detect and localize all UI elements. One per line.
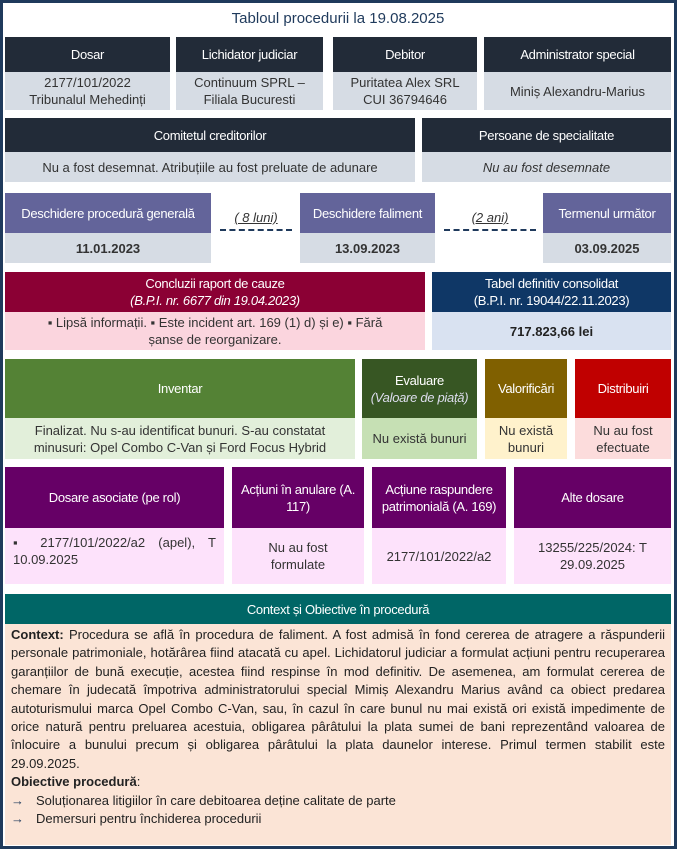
dosar-header: Dosar [5,37,170,72]
tabel-title: Tabel definitiv consolidat [484,276,619,291]
objectives-list: → Soluționarea litigiilor în care debitoa… [11,792,665,829]
tabel-value: 717.823,66 lei [432,312,671,350]
termen-urmator-date: 03.09.2025 [543,233,671,263]
valorificari-value: Nu există bunuri [485,418,567,459]
page-title: Tabloul procedurii la 19.08.2025 [231,10,445,27]
actiuni-anulare-header: Acțiuni în anulare (A. 117) [232,467,364,528]
inventar-value: Finalizat. Nu s-au identificat bunuri. S… [5,418,355,459]
alte-dosare-header: Alte dosare [514,467,671,528]
context-header: Context și Obiective în procedură [5,594,671,624]
alte-dosare-value: 13255/225/2024: T 29.09.2025 [514,528,671,584]
persoane-header: Persoane de specialitate [422,118,671,152]
distribuiri-value: Nu au fost efectuate [575,418,671,459]
lichidator-name: Continuum SPRL – [194,75,305,90]
timeline-dash-2 [444,229,536,231]
comitet-value: Nu a fost desemnat. Atribuțiile au fost … [5,152,415,182]
termen-urmator-header: Termenul următor [543,193,671,233]
objective-text: Demersuri pentru închiderea procedurii [36,811,262,827]
deschidere-generala-date: 11.01.2023 [5,233,211,263]
timeline-dash-1 [220,229,292,231]
tabel-header: Tabel definitiv consolidat (B.P.I. nr. 19… [432,272,671,312]
cauze-value: ▪ Lipsă informații. ▪ Este incident art.… [5,312,425,350]
dosare-asociate-header: Dosare asociate (pe rol) [5,467,224,528]
debitor-value: Puritatea Alex SRL CUI 36794646 [333,72,477,110]
actiune-raspundere-value: 2177/101/2022/a2 [372,528,506,584]
dosare-asociate-value: ▪ 2177/101/2022/a2 (apel), T 10.09.2025 [5,528,224,584]
context-paragraph: Context: Procedura se află în procedura … [11,626,665,773]
debitor-header: Debitor [333,37,477,72]
evaluare-title: Evaluare [395,372,444,388]
context-text: Procedura se află în procedura de falime… [11,627,665,771]
context-body: Context: Procedura se află în procedura … [5,624,671,845]
gap-label-1: ( 8 luni) [234,210,278,225]
deschidere-faliment-header: Deschidere faliment [300,193,435,233]
persoane-value: Nu au fost desemnate [422,152,671,182]
dosar-number: 2177/101/2022 [44,75,131,90]
deschidere-faliment-date: 13.09.2023 [300,233,435,263]
valorificari-header: Valorificări [485,359,567,418]
evaluare-sub: (Valoare de piață) [370,389,469,405]
debitor-name: Puritatea Alex SRL [350,75,460,90]
evaluare-value: Nu există bunuri [362,418,477,459]
cauze-header: Concluzii raport de cauze (B.P.I. nr. 667… [5,272,425,312]
actiuni-anulare-value: Nu au fost formulate [232,528,364,584]
cauze-bpi: (B.P.I. nr. 6677 din 19.04.2023) [130,293,300,308]
lichidator-branch: Filiala Bucuresti [203,92,296,107]
actiune-raspundere-header: Acțiune raspundere patrimonială (A. 169) [372,467,506,528]
distribuiri-header: Distribuiri [575,359,671,418]
debitor-cui: CUI 36794646 [363,92,447,107]
objectives-label: Obiective procedură [11,774,137,790]
arrow-right-icon: → [11,811,24,827]
comitet-header: Comitetul creditorilor [5,118,415,152]
lichidator-header: Lichidator judiciar [176,37,323,72]
objectives-title: Obiective procedură: [11,774,141,790]
objective-text: Soluționarea litigiilor în care debitoar… [36,792,396,808]
administrator-header: Administrator special [484,37,671,72]
context-label: Context: [11,627,64,642]
tabel-bpi: (B.P.I. nr. 19044/22.11.2023) [473,293,630,308]
objective-item: → Demersuri pentru închiderea procedurii [11,810,665,828]
administrator-value: Miniș Alexandru-Marius [484,72,671,110]
deschidere-generala-header: Deschidere procedură generală [5,193,211,233]
arrow-right-icon: → [11,792,24,808]
dosar-court: Tribunalul Mehedinți [29,92,146,107]
objective-item: → Soluționarea litigiilor în care debitoa… [11,792,665,810]
gap-label-2: (2 ani) [471,210,509,225]
evaluare-header: Evaluare(Valoare de piață) [362,359,477,418]
inventar-header: Inventar [5,359,355,418]
cauze-title: Concluzii raport de cauze [145,276,285,291]
lichidator-value: Continuum SPRL – Filiala Bucuresti [176,72,323,110]
